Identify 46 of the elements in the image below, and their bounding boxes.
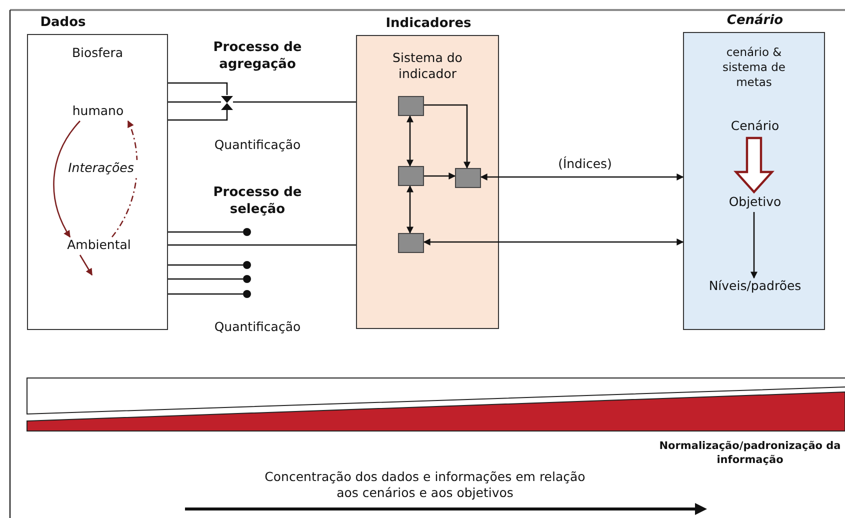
connector-line bbox=[168, 109, 228, 121]
valve-symbol bbox=[221, 95, 233, 109]
panel-subtitle: cenário & sistema de metas bbox=[721, 45, 787, 90]
arrow bbox=[424, 104, 470, 169]
block-arrow bbox=[734, 136, 774, 194]
connector-line bbox=[168, 101, 221, 103]
junction-dot bbox=[243, 275, 251, 283]
junction-dot bbox=[243, 228, 251, 236]
indicator-box bbox=[398, 233, 424, 253]
arrow bbox=[480, 174, 684, 180]
panel-subtitle: Sistema do indicador bbox=[392, 50, 464, 82]
connector-line bbox=[168, 231, 243, 233]
node-label: Ambiental bbox=[61, 237, 137, 255]
panel-heading: Cenário bbox=[726, 13, 784, 30]
arrow bbox=[424, 172, 456, 180]
panel-subtitle: Biosfera bbox=[70, 45, 124, 62]
node-label: Cenário bbox=[720, 118, 790, 136]
node-label: Objetivo bbox=[720, 194, 790, 212]
arrow bbox=[111, 120, 138, 238]
connector-line bbox=[168, 82, 228, 95]
connector-line bbox=[233, 101, 356, 103]
connector-line bbox=[168, 264, 243, 266]
arrow bbox=[79, 254, 93, 276]
axis-caption: Concentração dos dados e informações em relação aos cenários e aos objetivos bbox=[264, 469, 586, 502]
step-label: Quantificação bbox=[213, 137, 302, 154]
node-label: humano bbox=[68, 103, 128, 121]
junction-dot bbox=[243, 261, 251, 269]
step-label: Quantificação bbox=[213, 319, 302, 336]
indicator-box bbox=[398, 96, 424, 116]
connector-line bbox=[168, 293, 243, 295]
connector-line bbox=[168, 244, 356, 246]
process-heading: Processo de agregação bbox=[212, 40, 303, 74]
node-label: Níveis/padrões bbox=[695, 278, 815, 296]
panel-heading: Indicadores bbox=[384, 16, 472, 33]
panel-heading: Dados bbox=[39, 15, 87, 32]
arrow bbox=[406, 115, 414, 167]
process-heading: Processo de seleção bbox=[212, 185, 303, 219]
arrow bbox=[406, 185, 414, 234]
arrow bbox=[750, 212, 758, 279]
junction-dot bbox=[243, 290, 251, 298]
indicator-box bbox=[455, 168, 481, 188]
axis-caption: Normalização/padronização da informação bbox=[658, 440, 842, 468]
indicator-box bbox=[398, 166, 424, 186]
arrow bbox=[423, 238, 684, 246]
arrow bbox=[53, 120, 80, 238]
connector-line bbox=[168, 278, 243, 280]
